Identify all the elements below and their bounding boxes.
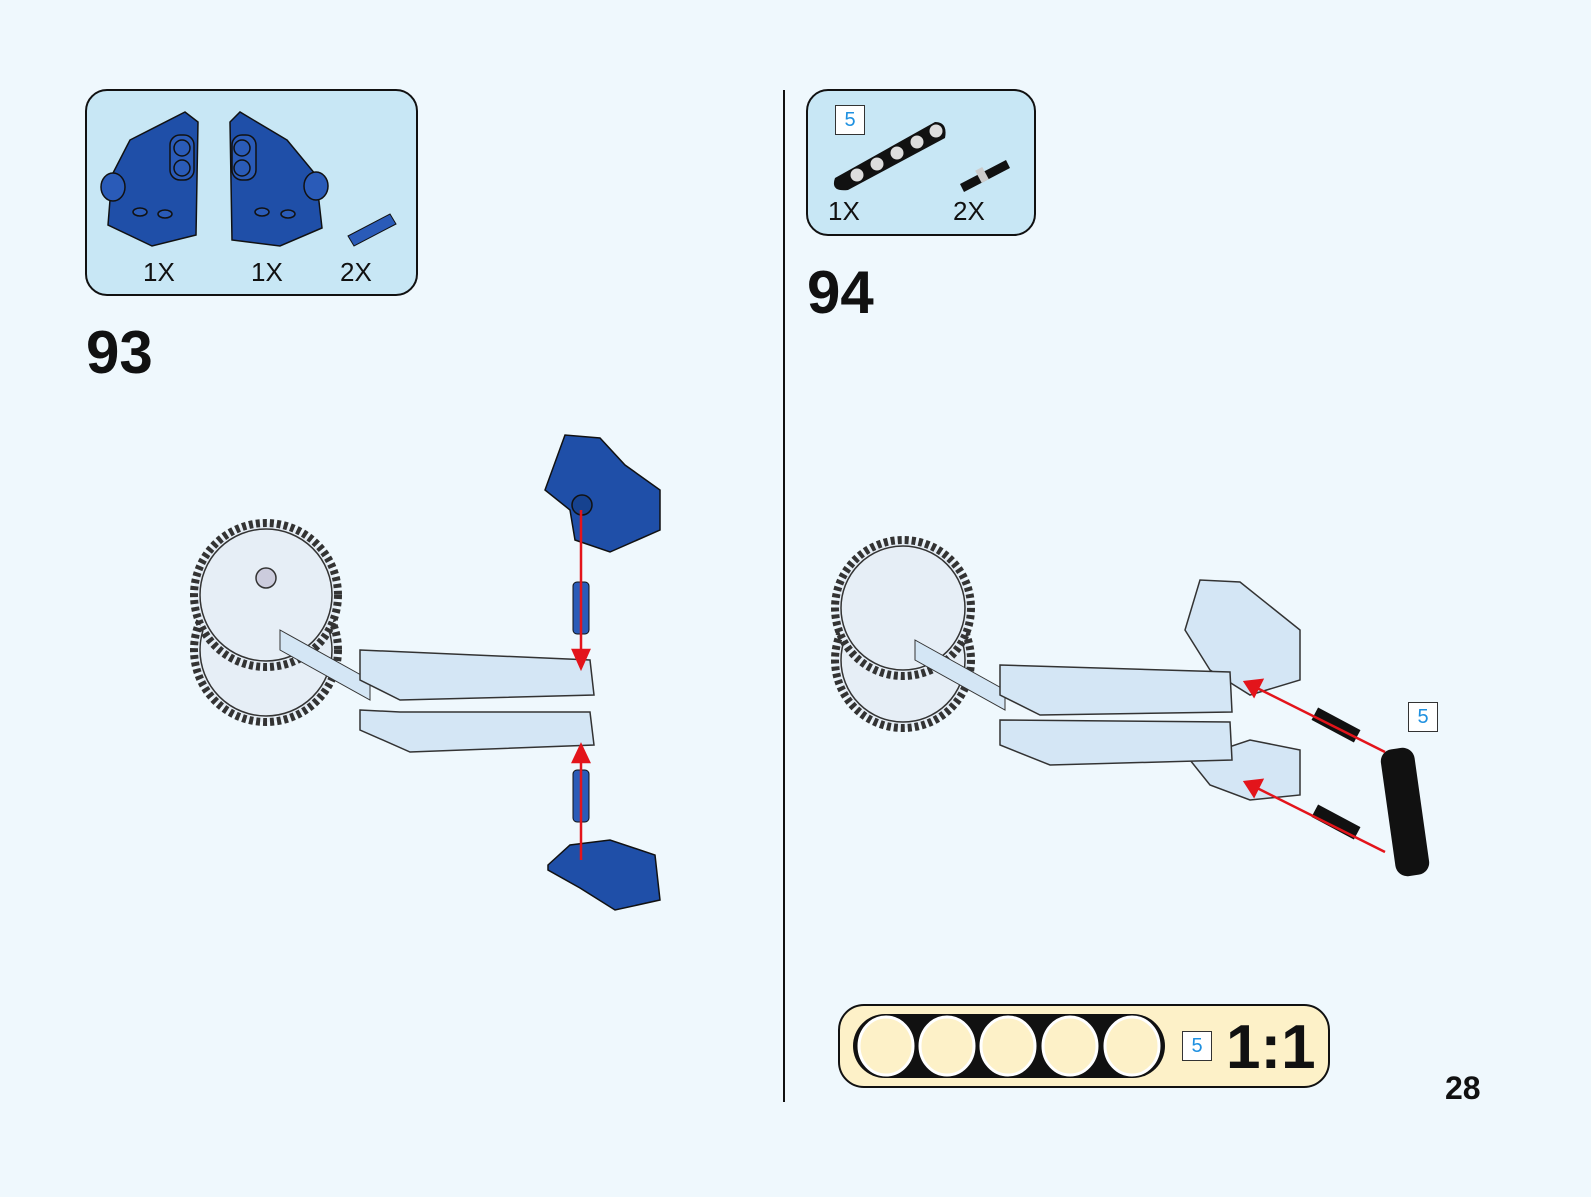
step-93-assembly bbox=[190, 434, 661, 911]
part-qty: 1X bbox=[251, 257, 283, 287]
black-beam-icon bbox=[833, 122, 946, 191]
part-qty: 1X bbox=[828, 196, 860, 226]
black-beam-icon bbox=[1380, 747, 1430, 877]
page-divider bbox=[783, 90, 785, 1102]
ruler-length-label: 5 bbox=[1182, 1031, 1212, 1061]
step-number: 94 bbox=[807, 259, 874, 326]
light-beam-icon bbox=[999, 664, 1233, 766]
part-qty: 1X bbox=[143, 257, 175, 287]
blue-right-connector-icon bbox=[229, 111, 329, 247]
light-beam-icon bbox=[359, 649, 595, 753]
scale-ratio: 1:1 bbox=[1226, 1013, 1316, 1082]
red-arrow-icon bbox=[1242, 678, 1386, 854]
callout-length-label: 5 bbox=[1408, 702, 1438, 732]
blue-axle-pin-icon bbox=[347, 213, 397, 247]
page-number: 28 bbox=[1445, 1070, 1481, 1106]
blue-connector-top-icon bbox=[544, 434, 661, 553]
black-pin-icon bbox=[960, 160, 1010, 192]
gear-icon bbox=[190, 519, 342, 726]
ruler-beam-icon bbox=[853, 1014, 1165, 1078]
blue-connector-bottom-icon bbox=[547, 839, 661, 911]
step-94-assembly bbox=[831, 536, 1430, 877]
step-number: 93 bbox=[86, 319, 153, 386]
part-qty: 2X bbox=[340, 257, 372, 287]
red-arrow-icon bbox=[571, 510, 591, 860]
blue-left-connector-icon bbox=[100, 111, 199, 247]
length-label: 5 bbox=[835, 105, 865, 135]
gear-icon bbox=[831, 536, 975, 732]
part-qty: 2X bbox=[953, 196, 985, 226]
